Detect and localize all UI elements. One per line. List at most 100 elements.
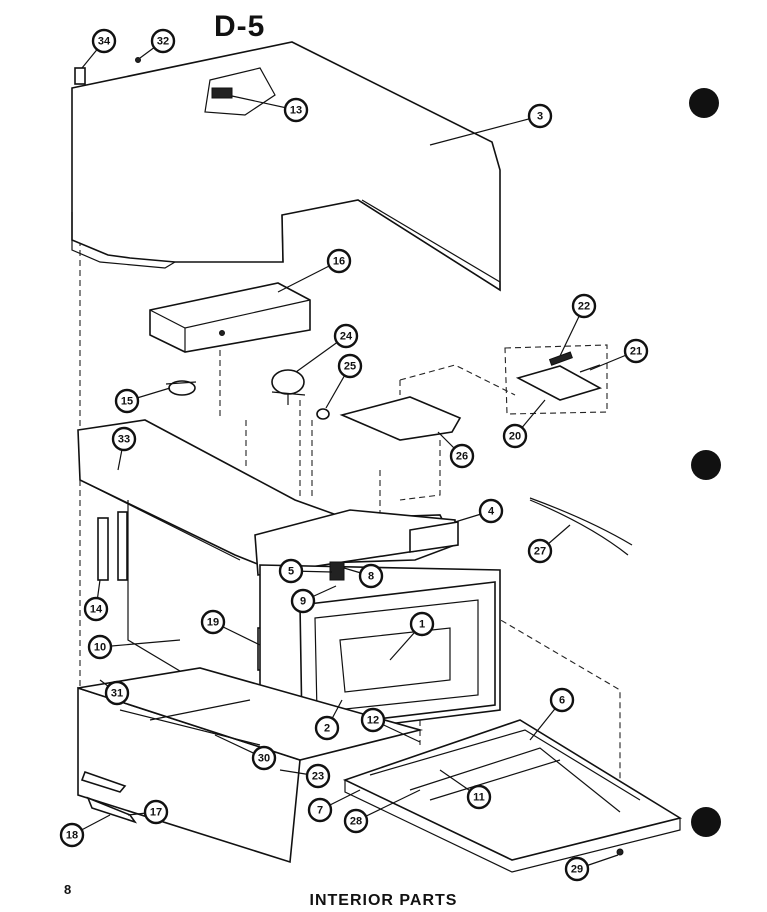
callout-21: 21	[623, 338, 649, 364]
callout-circle	[466, 784, 492, 810]
callout-number: 27	[534, 546, 546, 558]
callout-number: 31	[111, 688, 123, 700]
callout-number: 8	[368, 571, 374, 583]
diagram-caption: INTERIOR PARTS	[309, 892, 458, 909]
callout-number: 15	[121, 396, 133, 408]
callout-18: 18	[59, 822, 85, 848]
callout-number: 5	[288, 566, 294, 578]
callout-15: 15	[114, 388, 140, 414]
callout-number: 13	[290, 105, 302, 117]
cover-screw	[135, 57, 141, 63]
callout-number: 22	[578, 301, 590, 313]
callout-circle	[200, 609, 226, 635]
diagram-code: D-5	[214, 10, 266, 43]
callout-25: 25	[337, 353, 363, 379]
callout-number: 6	[559, 695, 565, 707]
door-switch-bracket	[117, 511, 128, 581]
callout-31: 31	[104, 680, 130, 706]
callout-26: 26	[449, 443, 475, 469]
callout-number: 4	[488, 506, 495, 518]
callout-number: 3	[537, 111, 543, 123]
callout-circle	[87, 634, 113, 660]
leader-line	[429, 115, 541, 146]
callout-circle	[290, 588, 316, 614]
callout-24: 24	[333, 323, 359, 349]
nameplate	[74, 67, 86, 85]
callout-number: 34	[98, 36, 111, 48]
callout-circle	[114, 388, 140, 414]
mounting-bracket	[339, 396, 462, 441]
callout-9: 9	[290, 588, 316, 614]
outer-cabinet-cover	[71, 41, 501, 292]
callout-number: 33	[118, 434, 130, 446]
binder-hole-middle	[691, 450, 721, 480]
callout-circle	[571, 293, 597, 319]
control-board-assembly	[504, 344, 608, 415]
callout-34: 34	[91, 28, 117, 54]
base-foot-strip	[80, 770, 127, 793]
callout-circle	[333, 323, 359, 349]
air-duct	[149, 282, 311, 353]
callout-circle	[527, 538, 553, 564]
callout-number: 19	[207, 617, 219, 629]
tray-screw	[616, 848, 624, 856]
callout-11: 11	[466, 784, 492, 810]
callout-number: 30	[258, 753, 270, 765]
callout-8: 8	[358, 563, 384, 589]
callout-circle	[314, 715, 340, 741]
callout-circle	[502, 423, 528, 449]
callout-circle	[83, 596, 109, 622]
callout-circle	[564, 856, 590, 882]
callout-6: 6	[549, 687, 575, 713]
callout-circle	[91, 28, 117, 54]
callout-30: 30	[251, 745, 277, 771]
callout-circle	[104, 680, 130, 706]
callout-29: 29	[564, 856, 590, 882]
page-number: 8	[64, 882, 72, 897]
callout-22: 22	[571, 293, 597, 319]
base-foot-rail	[86, 796, 138, 824]
callout-33: 33	[111, 426, 137, 452]
callout-circle	[111, 426, 137, 452]
callout-2: 2	[314, 715, 340, 741]
callout-number: 14	[90, 604, 103, 616]
front-bracket	[409, 521, 459, 553]
callout-23: 23	[305, 763, 331, 789]
latch-bracket	[97, 517, 109, 581]
fan-motor	[271, 369, 306, 405]
callout-17: 17	[143, 799, 169, 825]
callout-circle	[326, 248, 352, 274]
callout-circle	[623, 338, 649, 364]
callout-number: 10	[94, 642, 106, 654]
callout-19: 19	[200, 609, 226, 635]
binder-hole-bottom	[691, 807, 721, 837]
duct-screw	[219, 330, 225, 336]
callout-number: 21	[630, 346, 642, 358]
callout-32: 32	[150, 28, 176, 54]
callout-number: 20	[509, 431, 521, 443]
callout-5: 5	[278, 558, 304, 584]
callout-circle	[307, 797, 333, 823]
callout-number: 26	[456, 451, 468, 463]
cavity-front-frame	[259, 564, 501, 736]
callout-circle	[343, 808, 369, 834]
turntable-drive-tray	[342, 719, 683, 873]
callout-4: 4	[478, 498, 504, 524]
callout-circle	[283, 97, 309, 123]
callout-number: 12	[367, 715, 379, 727]
callout-14: 14	[83, 596, 109, 622]
callout-circle	[478, 498, 504, 524]
callout-13: 13	[283, 97, 309, 123]
callout-1: 1	[409, 611, 435, 637]
callout-number: 9	[300, 596, 306, 608]
callout-circle	[409, 611, 435, 637]
callout-circle	[150, 28, 176, 54]
callout-circle	[143, 799, 169, 825]
callout-number: 11	[473, 792, 485, 804]
callout-7: 7	[307, 797, 333, 823]
binder-hole-top	[689, 88, 719, 118]
fan-blade	[316, 408, 330, 420]
callout-circle	[360, 707, 386, 733]
callout-28: 28	[343, 808, 369, 834]
callout-circle	[305, 763, 331, 789]
